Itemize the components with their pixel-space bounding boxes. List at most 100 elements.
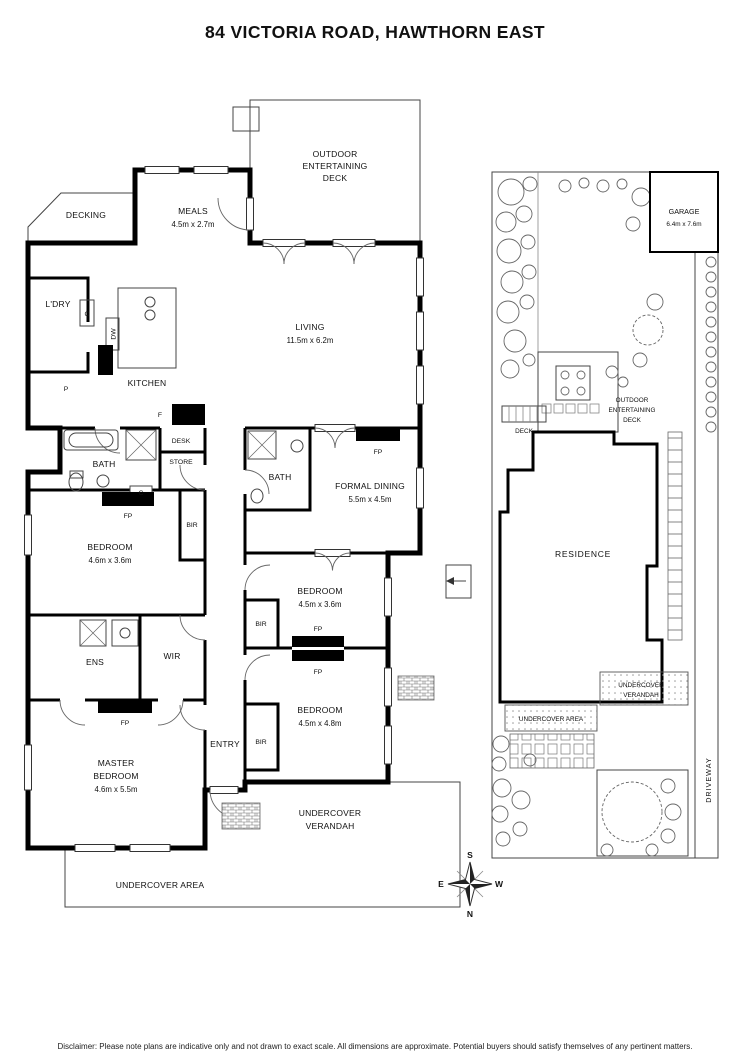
label-bedroom3-dims: 4.5m x 4.8m xyxy=(299,719,342,728)
label-bath: BATH xyxy=(269,472,292,482)
fireplace xyxy=(292,636,344,647)
label-bedroom1: BEDROOM xyxy=(87,542,132,552)
compass-east: E xyxy=(438,879,444,889)
basin xyxy=(290,439,304,453)
label-site-deck-1: OUTDOOR xyxy=(616,397,649,404)
label-desk: DESK xyxy=(172,438,191,445)
label-site-verandah-1: UNDERCOVER xyxy=(618,682,664,689)
garage-outline xyxy=(649,171,719,253)
label-cupboard: C xyxy=(85,311,90,318)
label-bir: BIR xyxy=(186,522,197,529)
label-master-dims: 4.6m x 5.5m xyxy=(95,785,138,794)
driveway-hedge xyxy=(705,256,717,433)
fixtures xyxy=(63,287,472,830)
fireplace xyxy=(292,650,344,661)
label-bath: BATH xyxy=(93,459,116,469)
label-wir: WIR xyxy=(163,651,180,661)
garden-trees xyxy=(495,176,664,379)
cupboard-niche xyxy=(79,299,95,327)
label-driveway: DRIVEWAY xyxy=(704,757,713,803)
label-fridge: F xyxy=(158,412,162,419)
page-title: 84 VICTORIA ROAD, HAWTHORN EAST xyxy=(204,22,546,42)
label-fp: FP xyxy=(121,720,130,727)
label-outdoor-deck-3: DECK xyxy=(323,173,348,183)
label-bir: BIR xyxy=(255,739,266,746)
label-bedroom2: BEDROOM xyxy=(297,586,342,596)
label-verandah-1: UNDERCOVER xyxy=(299,808,361,818)
label-entry: ENTRY xyxy=(210,739,240,749)
label-garage: GARAGE xyxy=(669,207,700,216)
label-undercover-area: UNDERCOVER AREA xyxy=(116,880,205,890)
label-bedroom3: BEDROOM xyxy=(297,705,342,715)
label-site-deck-3: DECK xyxy=(623,417,641,424)
entry-arrow-box xyxy=(445,564,472,599)
floor-plan: OUTDOOR ENTERTAINING DECK DECKING MEALS … xyxy=(24,99,472,908)
label-master-1: MASTER xyxy=(98,758,135,768)
vanity xyxy=(111,619,139,647)
label-outdoor-deck-1: OUTDOOR xyxy=(313,149,358,159)
label-site-verandah-2: VERANDAH xyxy=(623,692,659,699)
arrow-icon xyxy=(446,577,454,585)
label-kitchen: KITCHEN xyxy=(128,378,167,388)
label-decking: DECKING xyxy=(66,210,106,220)
site-undercover-area xyxy=(504,704,598,732)
label-site-deck-2: ENTERTAINING xyxy=(609,407,656,414)
large-tree xyxy=(601,781,663,843)
toilet xyxy=(68,472,84,492)
site-verandah xyxy=(599,671,689,706)
fireplace xyxy=(98,700,152,713)
label-living-dims: 11.5m x 6.2m xyxy=(287,336,334,345)
label-pantry: P xyxy=(64,386,69,393)
shower xyxy=(125,429,157,461)
label-small-deck: DECK xyxy=(515,428,533,435)
label-bir: BIR xyxy=(255,621,266,628)
label-cupboard: C xyxy=(139,490,144,497)
brick-pier xyxy=(221,802,261,830)
label-meals-dims: 4.5m x 2.7m xyxy=(172,220,215,229)
label-outdoor-deck-2: ENTERTAINING xyxy=(303,161,368,171)
oven xyxy=(98,345,113,375)
disclaimer-text: Disclaimer: Please note plans are indica… xyxy=(57,1042,693,1051)
compass-rose-icon: S E W N xyxy=(438,850,504,919)
shower xyxy=(79,619,107,647)
rear-garden xyxy=(491,733,689,857)
label-dishwasher: DW xyxy=(111,328,118,340)
label-bedroom2-dims: 4.5m x 3.6m xyxy=(299,600,342,609)
basin xyxy=(96,474,110,488)
label-master-2: BEDROOM xyxy=(93,771,138,781)
label-verandah-2: VERANDAH xyxy=(306,821,355,831)
label-laundry: L'DRY xyxy=(45,299,70,309)
appliance xyxy=(172,404,205,425)
label-store: STORE xyxy=(169,459,193,466)
shower xyxy=(247,430,277,460)
label-meals: MEALS xyxy=(178,206,208,216)
fireplace xyxy=(102,492,154,506)
compass-north: N xyxy=(467,909,473,919)
site-boundary xyxy=(491,171,719,859)
label-bedroom1-dims: 4.6m x 3.6m xyxy=(89,556,132,565)
brick-pier xyxy=(397,675,435,701)
site-plan: GARAGE 6.4m x 7.6m OUTDOOR ENTERTAINING … xyxy=(491,171,719,859)
label-residence: RESIDENCE xyxy=(555,549,611,559)
label-fp: FP xyxy=(374,449,383,456)
label-formal-dining: FORMAL DINING xyxy=(335,481,405,491)
label-formal-dining-dims: 5.5m x 4.5m xyxy=(349,495,392,504)
toilet xyxy=(250,488,264,504)
label-site-undercover: UNDERCOVER AREA xyxy=(519,716,584,723)
interior-walls xyxy=(28,276,420,790)
label-fp: FP xyxy=(314,626,323,633)
label-garage-dims: 6.4m x 7.6m xyxy=(666,221,701,228)
compass-south: S xyxy=(467,850,473,860)
kitchen-island xyxy=(117,287,177,369)
trellis xyxy=(667,431,683,641)
label-fp: FP xyxy=(314,669,323,676)
residence-outline xyxy=(498,430,664,704)
door-swings xyxy=(59,197,376,819)
label-living: LIVING xyxy=(295,322,324,332)
fireplace xyxy=(356,428,400,441)
compass-west: W xyxy=(495,879,504,889)
label-ensuite: ENS xyxy=(86,657,104,667)
floorplan-labels: OUTDOOR ENTERTAINING DECK DECKING MEALS … xyxy=(45,149,404,890)
